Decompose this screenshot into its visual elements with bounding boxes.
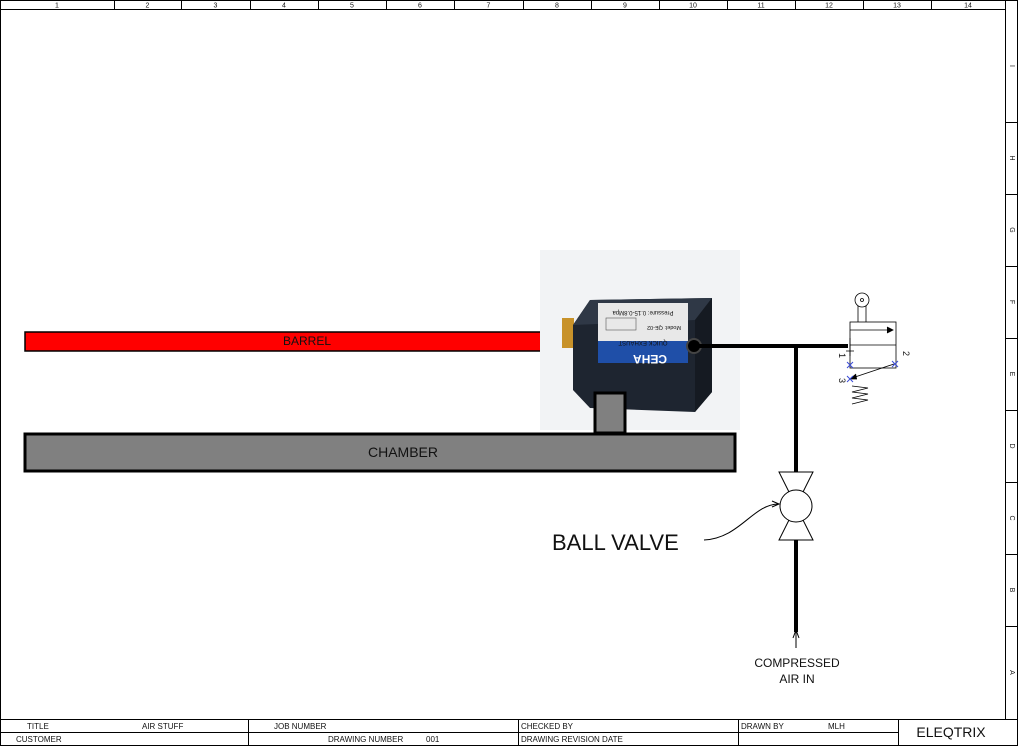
chamber-support: [593, 391, 627, 435]
chamber-label: CHAMBER: [368, 444, 438, 460]
row-label: B: [1008, 588, 1015, 593]
company-name: ELEQTRIX: [916, 724, 986, 740]
title-block: [0, 720, 899, 746]
row-label: A: [1008, 670, 1015, 675]
chamber: [23, 432, 737, 473]
air-in-label-line1: COMPRESSED: [754, 656, 840, 670]
checked-by-label: CHECKED BY: [521, 722, 574, 731]
three-way-valve-symbol: [846, 292, 897, 405]
barrel-label: BARREL: [283, 334, 331, 348]
exhaust-brand-text: CEHA: [633, 352, 667, 366]
column-label: 2: [146, 3, 150, 10]
air-pipe: [694, 344, 848, 632]
exhaust-pressure-text: Pressure: 0.15-0.8Mpa: [612, 309, 674, 315]
ball-valve-leader: [703, 503, 779, 541]
row-label: H: [1008, 155, 1015, 160]
row-label: C: [1008, 515, 1015, 520]
port-1-label: 1: [837, 353, 847, 358]
row-label: D: [1008, 443, 1015, 448]
title-value: AIR STUFF: [142, 722, 183, 731]
row-label: I: [1008, 65, 1015, 67]
column-label: 12: [825, 3, 833, 10]
column-label: 5: [350, 3, 354, 10]
column-label: 14: [964, 3, 972, 10]
column-label: 6: [418, 3, 422, 10]
exhaust-quick-exhaust-text: QUICK EXHAUST: [618, 339, 667, 345]
drawn-by-value: MLH: [828, 722, 845, 731]
column-label: 1: [55, 3, 59, 10]
drawing-number-value: 001: [426, 735, 440, 744]
column-label: 3: [214, 3, 218, 10]
column-label: 10: [689, 3, 697, 10]
job-number-label: JOB NUMBER: [274, 722, 327, 731]
port-2-label: 2: [901, 351, 911, 356]
row-label: E: [1008, 372, 1015, 377]
ball-valve-label: BALL VALVE: [552, 530, 679, 555]
air-inlet-arrow-icon: [792, 628, 800, 648]
ball-valve-symbol: [778, 471, 814, 541]
column-label: 13: [893, 3, 901, 10]
column-label: 8: [555, 3, 559, 10]
drawn-by-label: DRAWN BY: [741, 722, 784, 731]
column-label: 11: [757, 3, 764, 10]
air-in-label-line2: AIR IN: [779, 672, 814, 686]
row-label: F: [1008, 300, 1015, 304]
revision-date-label: DRAWING REVISION DATE: [521, 735, 623, 744]
drawing-number-label: DRAWING NUMBER: [328, 735, 403, 744]
column-label: 7: [487, 3, 491, 10]
column-label: 4: [282, 3, 286, 10]
column-label: 9: [623, 3, 627, 10]
exhaust-model-text: Model: QE-02: [647, 324, 681, 330]
title-label: TITLE: [27, 722, 49, 731]
row-label: G: [1008, 227, 1015, 232]
quick-exhaust-valve-photo: [540, 250, 740, 430]
port-3-label: 3: [837, 378, 847, 383]
customer-label: CUSTOMER: [16, 735, 62, 744]
